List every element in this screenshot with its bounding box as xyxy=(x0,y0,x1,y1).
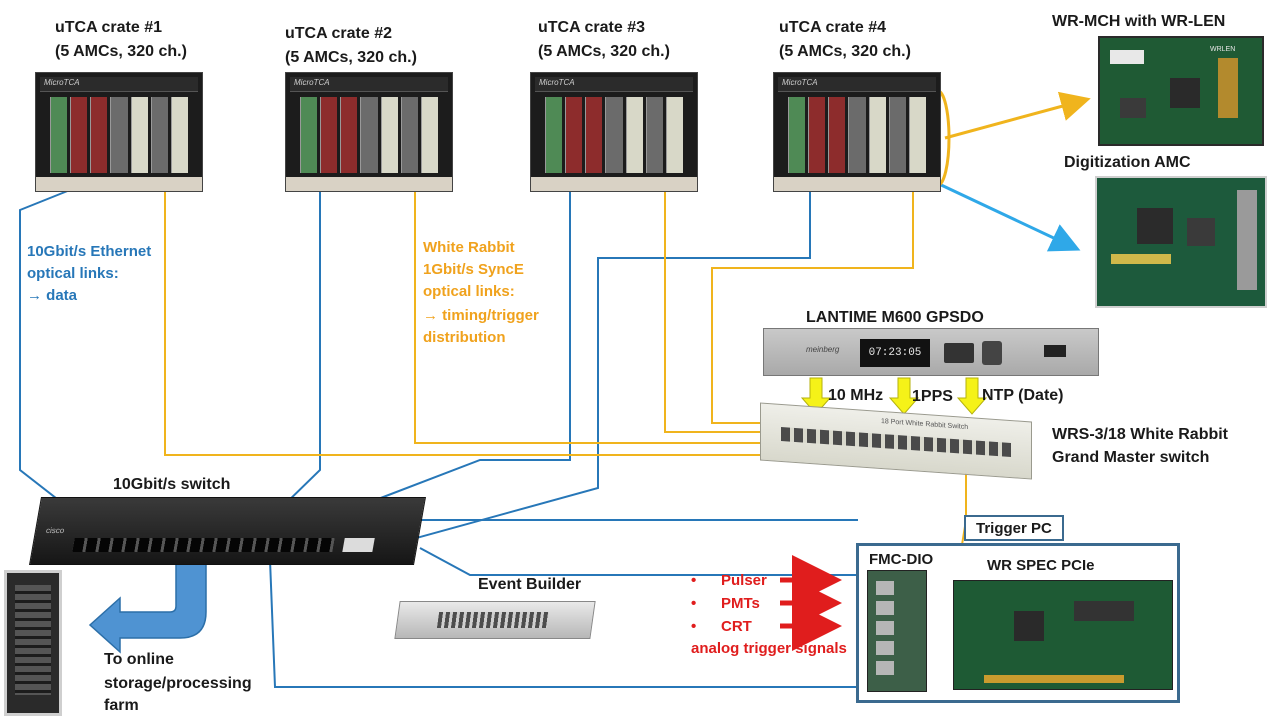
wrs-panel-label: 18 Port White Rabbit Switch xyxy=(881,417,969,432)
crate1-brand: MicroTCA xyxy=(44,78,80,87)
input-arrows xyxy=(780,555,842,651)
wr-mch-photo: WRLEN xyxy=(1098,36,1264,146)
input-crt-label: CRT xyxy=(721,618,752,635)
online-storage-rack xyxy=(4,570,62,716)
crate4-photo: MicroTCA xyxy=(773,72,941,192)
wrs-label-line2: Grand Master switch xyxy=(1052,449,1210,466)
wrs-label-line1: WRS-3/18 White Rabbit xyxy=(1052,426,1229,443)
online-label-line1: To online xyxy=(104,651,174,668)
trigger-pc-label: Trigger PC xyxy=(976,520,1052,537)
event-builder-label: Event Builder xyxy=(478,576,582,593)
crate1-photo: MicroTCA xyxy=(35,72,203,192)
online-label-line2: storage/processing xyxy=(104,675,252,692)
blue-link-crate3 xyxy=(249,190,571,549)
ethernet-note-line2: optical links: xyxy=(27,265,119,282)
input-caption: analog trigger signals xyxy=(691,640,847,657)
input-pmts-label: PMTs xyxy=(721,595,760,612)
input-bullet-pulser: • xyxy=(691,572,697,589)
wr-mch-label: WR-MCH with WR-LEN xyxy=(1052,13,1226,30)
wr-spec-label: WR SPEC PCIe xyxy=(987,557,1095,574)
fmc-dio-card xyxy=(867,570,927,692)
lantime-label: LANTIME M600 GPSDO xyxy=(806,309,984,326)
signal-10mhz-label: 10 MHz xyxy=(828,387,884,404)
wr-note-line5: distribution xyxy=(423,329,506,346)
ethernet-note-line1: 10Gbit/s Ethernet xyxy=(27,243,152,260)
signal-ntp-label: NTP (Date) xyxy=(982,387,1064,404)
crate2-subtitle: (5 AMCs, 320 ch.) xyxy=(285,49,417,66)
online-label-line3: farm xyxy=(104,697,139,714)
arrow-1pps xyxy=(888,377,920,415)
switch10g-device: cisco xyxy=(29,497,426,565)
wr-note-line1: White Rabbit xyxy=(423,239,515,256)
crate4-brand: MicroTCA xyxy=(782,78,818,87)
blue-link-crate2 xyxy=(239,190,321,549)
trigger-pc-tab: Trigger PC xyxy=(964,515,1064,541)
crate1-title: uTCA crate #1 xyxy=(55,19,162,36)
arrow-to-wr-mch xyxy=(944,91,1091,140)
fmc-dio-label: FMC-DIO xyxy=(869,551,934,568)
blue-link-triggerpc-bottom xyxy=(269,559,857,688)
crate2-photo: MicroTCA xyxy=(285,72,453,192)
crate3-subtitle: (5 AMCs, 320 ch.) xyxy=(538,43,670,60)
wr-note-line2: 1Gbit/s SyncE xyxy=(423,261,524,278)
crate4-subtitle: (5 AMCs, 320 ch.) xyxy=(779,43,911,60)
wr-spec-card xyxy=(953,580,1173,690)
blue-link-crate4 xyxy=(379,190,811,549)
input-pulser-label: Pulser xyxy=(721,572,767,589)
crate3-photo: MicroTCA xyxy=(530,72,698,192)
digitization-amc-photo xyxy=(1095,176,1267,308)
crate3-brand: MicroTCA xyxy=(539,78,575,87)
input-bullet-pmts: • xyxy=(691,595,697,612)
arrow-ntp xyxy=(956,377,988,415)
crate2-brand: MicroTCA xyxy=(294,78,330,87)
input-bullet-crt: • xyxy=(691,618,697,635)
wr-note-line4: → timing/trigger xyxy=(423,307,539,324)
switch10g-brand: cisco xyxy=(45,526,66,535)
lantime-clock-display: 07:23:05 xyxy=(860,339,930,367)
lantime-device: meinberg 07:23:05 xyxy=(763,328,1099,376)
signal-1pps-label: 1PPS xyxy=(912,388,953,405)
arrow-to-online xyxy=(88,559,207,654)
digitization-label: Digitization AMC xyxy=(1064,154,1191,171)
ethernet-note-line3: → data xyxy=(27,287,78,304)
lantime-brand: meinberg xyxy=(806,345,840,354)
crate3-title: uTCA crate #3 xyxy=(538,19,645,36)
trigger-pc-box: FMC-DIO WR SPEC PCIe xyxy=(856,543,1180,703)
crate4-title: uTCA crate #4 xyxy=(779,19,886,36)
event-builder-server xyxy=(394,601,596,639)
crate2-title: uTCA crate #2 xyxy=(285,25,392,42)
crate1-subtitle: (5 AMCs, 320 ch.) xyxy=(55,43,187,60)
blue-link-eventbuilder xyxy=(419,547,860,576)
switch10g-label: 10Gbit/s switch xyxy=(113,476,231,493)
wr-note-line3: optical links: xyxy=(423,283,515,300)
